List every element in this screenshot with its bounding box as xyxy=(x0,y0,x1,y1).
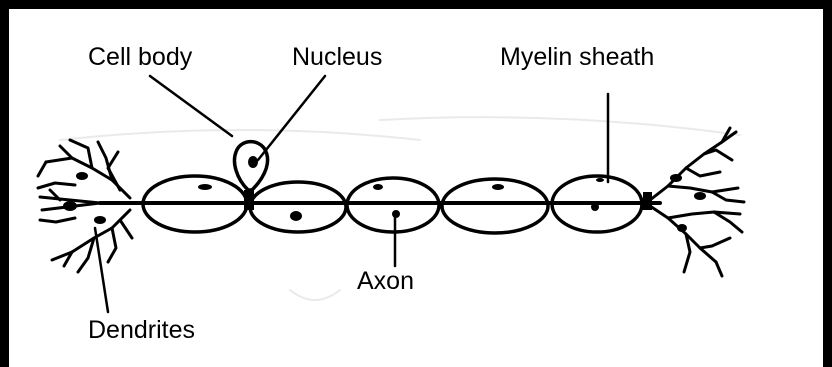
nucleus-shape xyxy=(248,156,258,168)
left-dendrite-blots xyxy=(63,172,106,224)
leader-nucleus xyxy=(256,74,327,162)
leader-dendrites xyxy=(93,226,110,314)
axon-terminals xyxy=(648,126,746,278)
leader-lines xyxy=(93,74,610,314)
cell-body-shape xyxy=(232,139,270,192)
myelin-segment xyxy=(440,177,550,235)
label-nucleus: Nucleus xyxy=(292,43,383,71)
label-dendrites: Dendrites xyxy=(88,316,195,344)
myelin-segment xyxy=(248,180,348,234)
label-axon: Axon xyxy=(357,267,414,295)
left-dendrites xyxy=(36,138,134,274)
label-myelin-sheath: Myelin sheath xyxy=(500,43,655,71)
watermark xyxy=(59,116,741,301)
leader-cell-body xyxy=(148,74,234,138)
terminal-blots xyxy=(670,174,706,232)
segment-marks xyxy=(198,178,652,221)
myelin-segment xyxy=(345,176,441,234)
myelin-segment xyxy=(550,174,644,234)
label-cell-body: Cell body xyxy=(88,43,193,71)
